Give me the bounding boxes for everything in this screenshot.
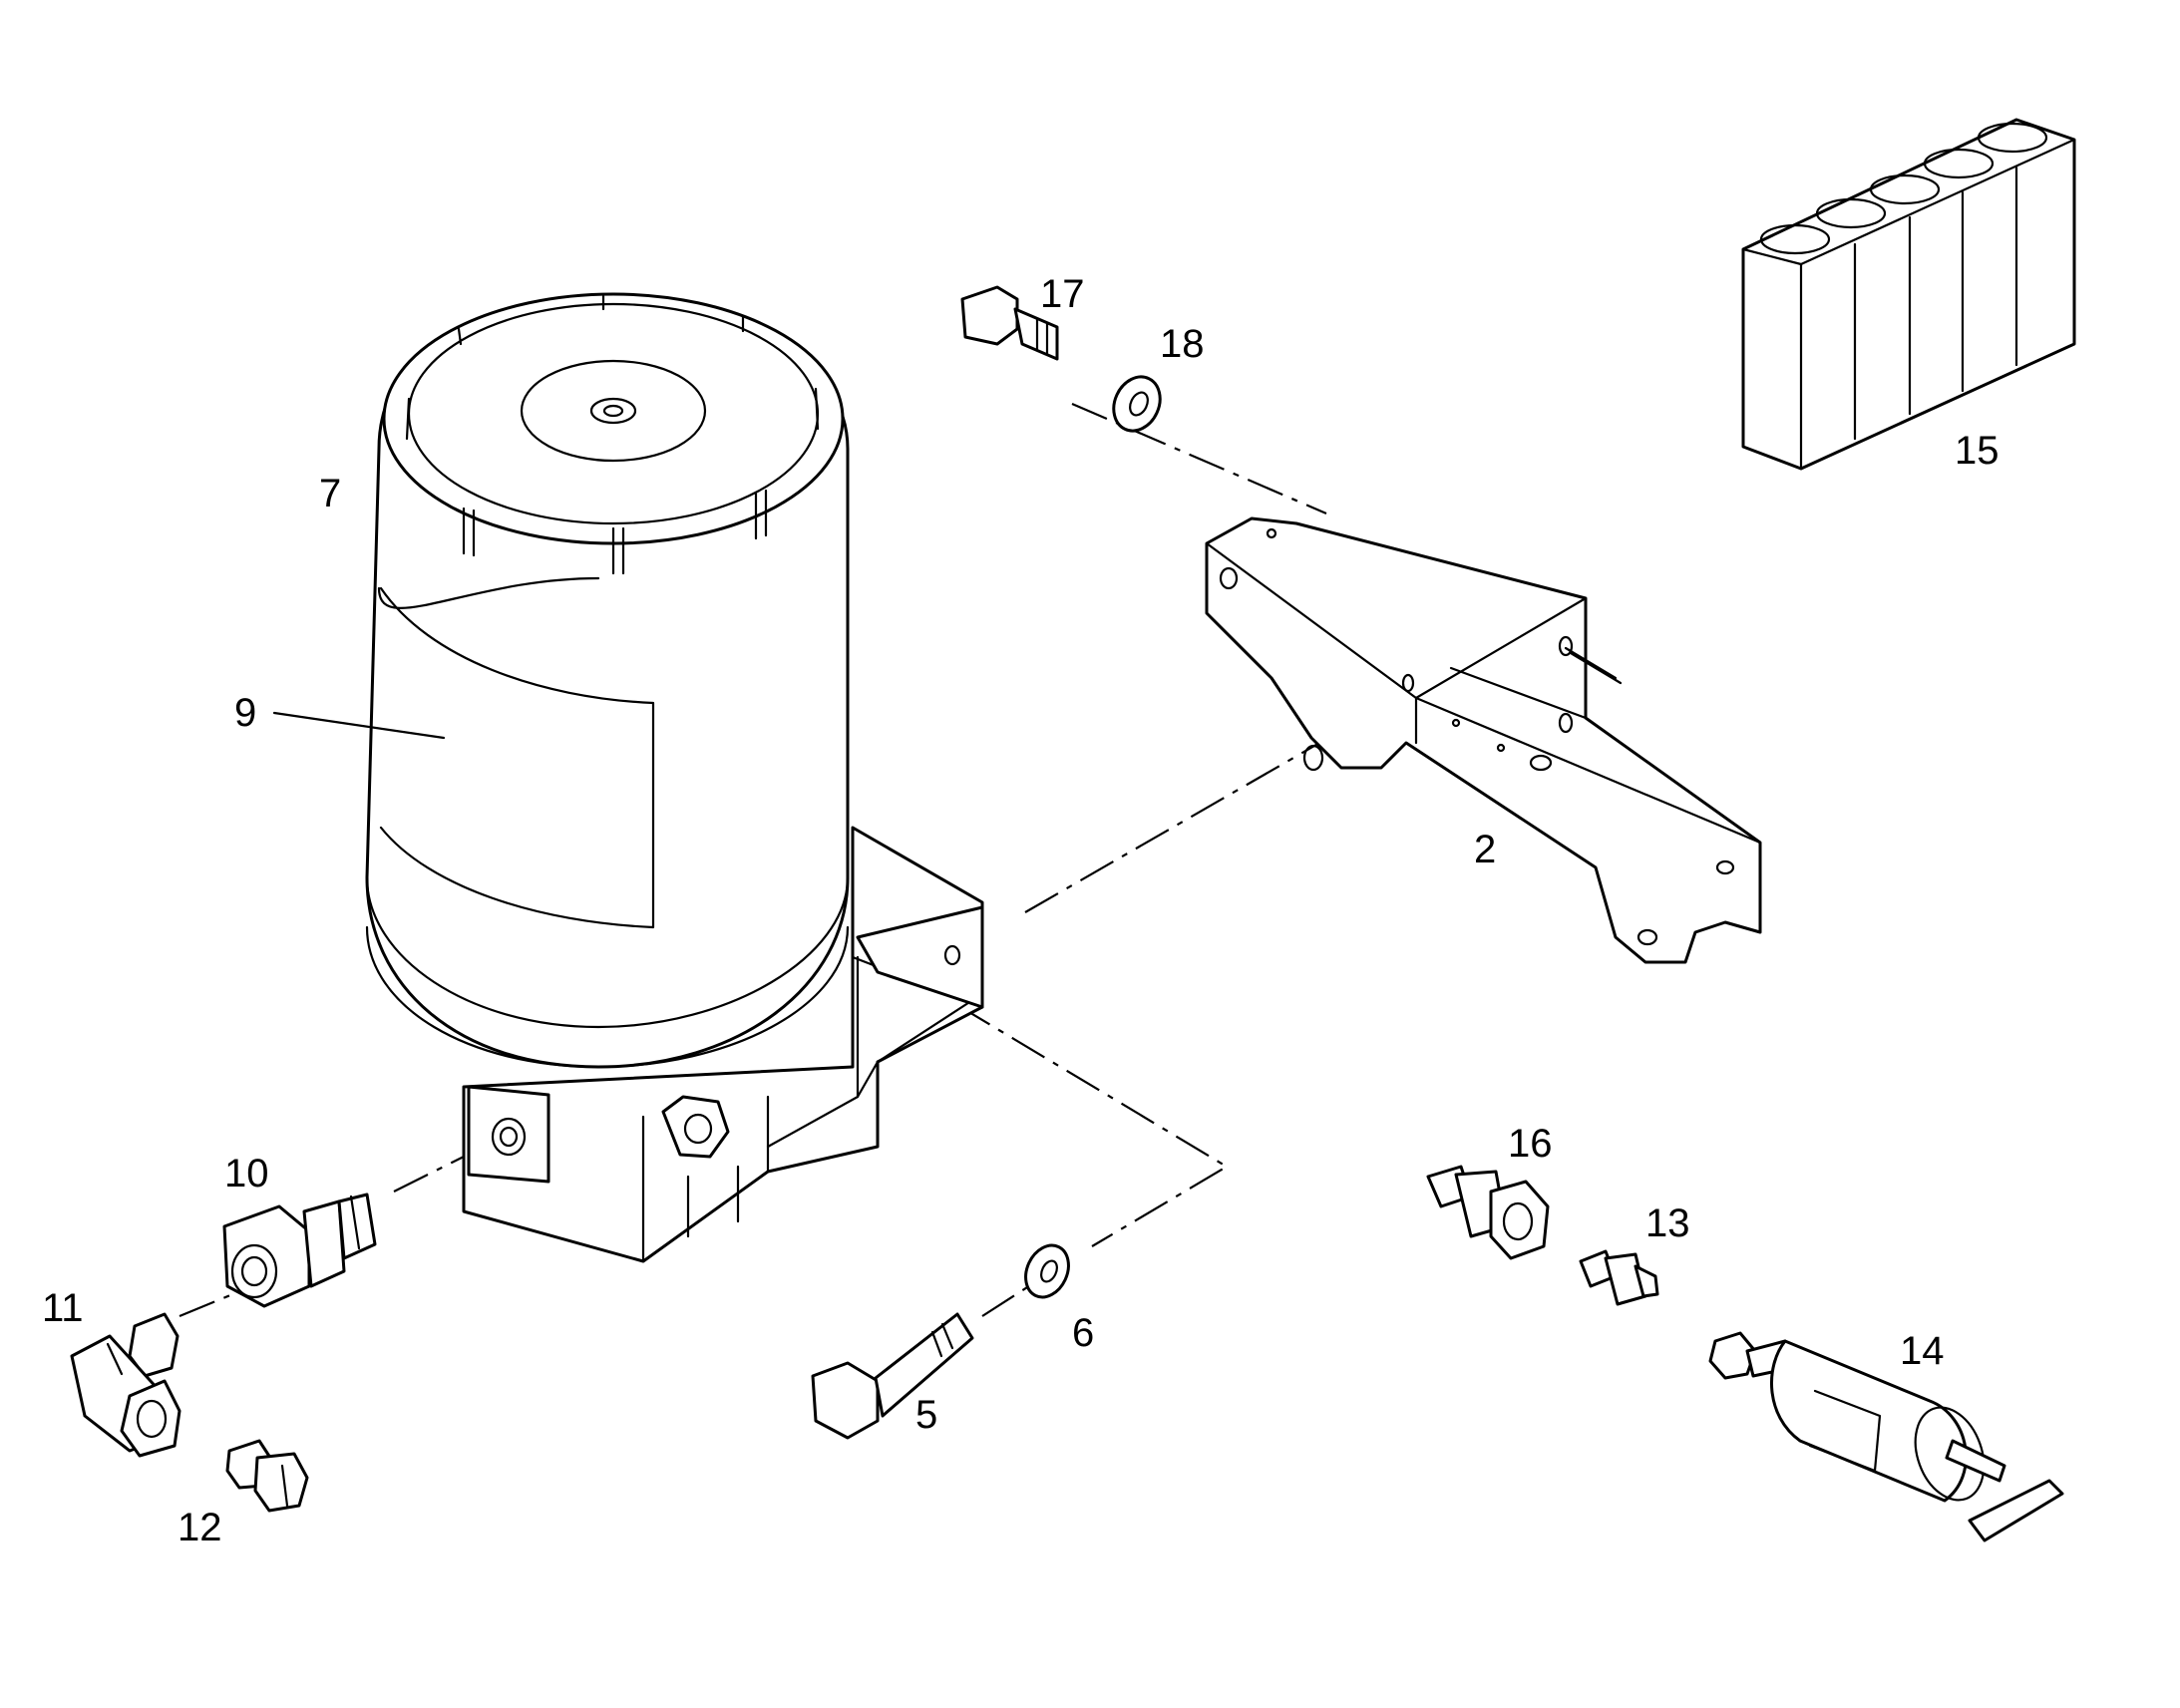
callout-labels: 2 5 6 7 9 10 11 12 13 14 15 16 17 18 [42,272,1999,1549]
callout-15: 15 [1955,429,1999,473]
connector-10 [222,1193,377,1308]
washer-18 [1112,375,1162,433]
filler-pump-14 [1708,1331,2064,1542]
callout-11: 11 [42,1286,84,1330]
callout-9: 9 [234,691,256,735]
bolt-5 [811,1312,974,1440]
mounting-bracket [1205,516,1762,964]
callout-7: 7 [319,472,341,515]
callout-10: 10 [224,1152,269,1196]
callout-18: 18 [1160,322,1205,366]
plug-screw-12 [225,1439,309,1513]
callout-13: 13 [1645,1201,1690,1245]
callout-leaders [272,651,1623,740]
callout-6: 6 [1072,1311,1094,1355]
battery-pack [1741,118,2076,471]
callout-12: 12 [178,1506,222,1549]
fitting-16 [1426,1165,1550,1260]
callout-17: 17 [1040,272,1085,316]
callout-2: 2 [1474,828,1496,871]
elbow-fitting-11 [70,1312,182,1458]
washer-6 [1024,1243,1070,1299]
nipple-13 [1579,1249,1659,1306]
lubrication-pump-assembly [365,292,984,1263]
callout-5: 5 [915,1393,937,1437]
callout-14: 14 [1900,1329,1945,1373]
bolt-17 [960,285,1059,361]
callout-16: 16 [1508,1122,1553,1166]
